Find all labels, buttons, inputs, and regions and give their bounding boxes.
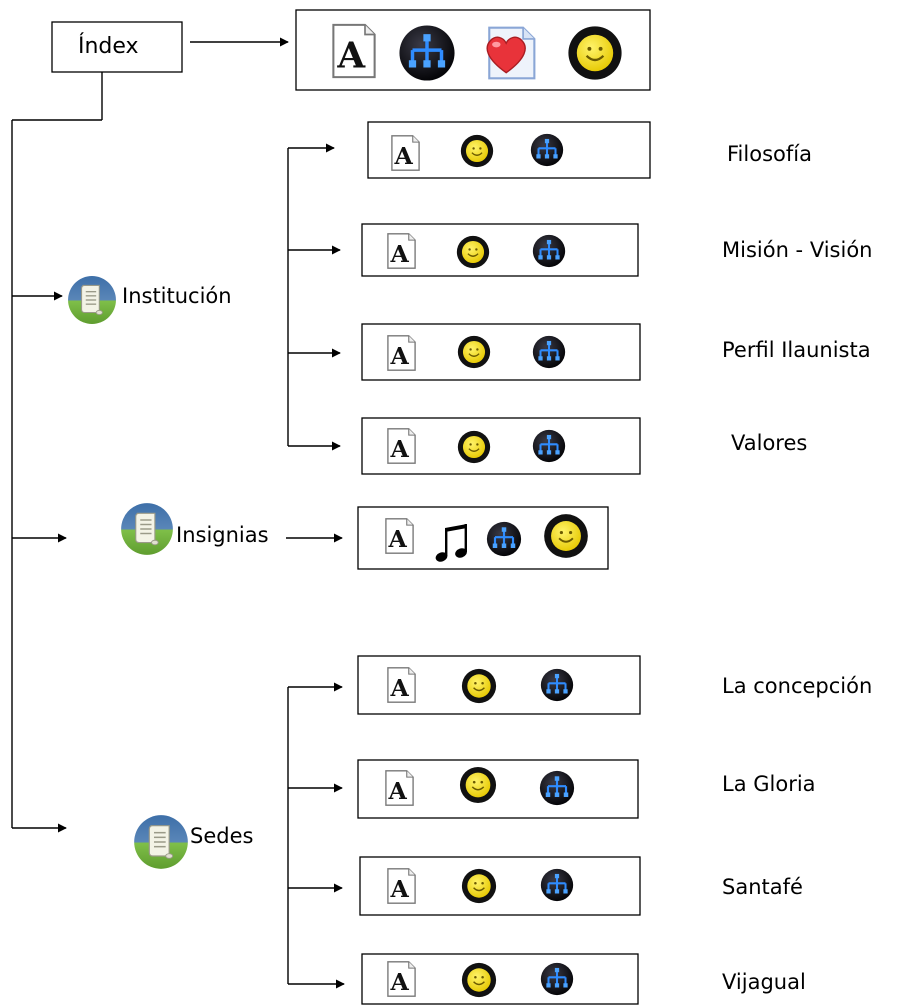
section-label-insignias[interactable]: Insignias <box>176 523 269 547</box>
document-icon[interactable] <box>332 23 376 79</box>
document-icon[interactable] <box>387 335 416 371</box>
page-label-filosofia: Filosofía <box>727 142 812 166</box>
insignias-box[interactable] <box>357 506 609 570</box>
index-label: Índex <box>78 34 139 59</box>
sedes-scroll-icon[interactable] <box>133 814 189 870</box>
heart-page-icon[interactable] <box>486 26 536 80</box>
document-icon[interactable] <box>387 868 416 904</box>
sitemap-icon[interactable] <box>539 770 575 806</box>
smiley-icon[interactable] <box>543 513 589 559</box>
smiley-icon[interactable] <box>461 962 497 998</box>
smiley-icon[interactable] <box>459 766 497 804</box>
sitemap-icon[interactable] <box>532 234 566 268</box>
smiley-icon[interactable] <box>461 668 497 704</box>
page-label-la-gloria: La Gloria <box>722 772 816 796</box>
page-box-la-concepcion[interactable] <box>357 655 641 715</box>
page-label-la-concepcion: La concepción <box>722 674 873 698</box>
smiley-icon[interactable] <box>567 25 623 81</box>
document-icon[interactable] <box>387 667 416 703</box>
smiley-icon[interactable] <box>460 134 494 168</box>
smiley-icon[interactable] <box>461 868 497 904</box>
page-label-mision-vision: Misión - Visión <box>722 238 873 262</box>
sitemap-icon[interactable] <box>532 429 566 463</box>
sitemap-icon[interactable] <box>540 962 574 996</box>
sitemap-icon[interactable] <box>398 24 456 82</box>
document-icon[interactable] <box>387 428 416 464</box>
document-icon[interactable] <box>385 518 414 554</box>
sitemap-icon[interactable] <box>540 668 574 702</box>
document-icon[interactable] <box>387 961 416 997</box>
section-label-institucion[interactable]: Institución <box>122 284 232 308</box>
page-label-perfil: Perfil Ilaunista <box>722 338 871 362</box>
sitemap-icon[interactable] <box>486 521 522 557</box>
smiley-icon[interactable] <box>457 335 491 369</box>
section-label-sedes[interactable]: Sedes <box>190 824 254 848</box>
page-box-perfil[interactable] <box>361 323 641 381</box>
sitemap-icon[interactable] <box>540 868 574 902</box>
smiley-icon[interactable] <box>457 429 491 465</box>
page-box-la-gloria[interactable] <box>357 759 639 819</box>
page-box-mision-vision[interactable] <box>361 223 639 277</box>
page-label-valores: Valores <box>731 431 808 455</box>
page-label-vijagual: Vijagual <box>722 970 806 994</box>
index-box[interactable] <box>51 21 183 73</box>
sitemap-icon[interactable] <box>532 335 566 369</box>
institucion-scroll-icon[interactable] <box>67 275 117 325</box>
sitemap-icon[interactable] <box>530 133 564 167</box>
smiley-icon[interactable] <box>456 234 490 270</box>
document-icon[interactable] <box>385 770 414 806</box>
page-label-santafe: Santafé <box>722 875 803 899</box>
page-box-valores[interactable] <box>361 417 641 475</box>
document-icon[interactable] <box>391 135 420 171</box>
page-box-vijagual[interactable] <box>361 953 639 1005</box>
page-box-filosofia[interactable] <box>367 121 651 179</box>
insignias-scroll-icon[interactable] <box>120 502 174 556</box>
page-box-santafe[interactable] <box>359 856 641 916</box>
document-icon[interactable] <box>387 233 416 269</box>
